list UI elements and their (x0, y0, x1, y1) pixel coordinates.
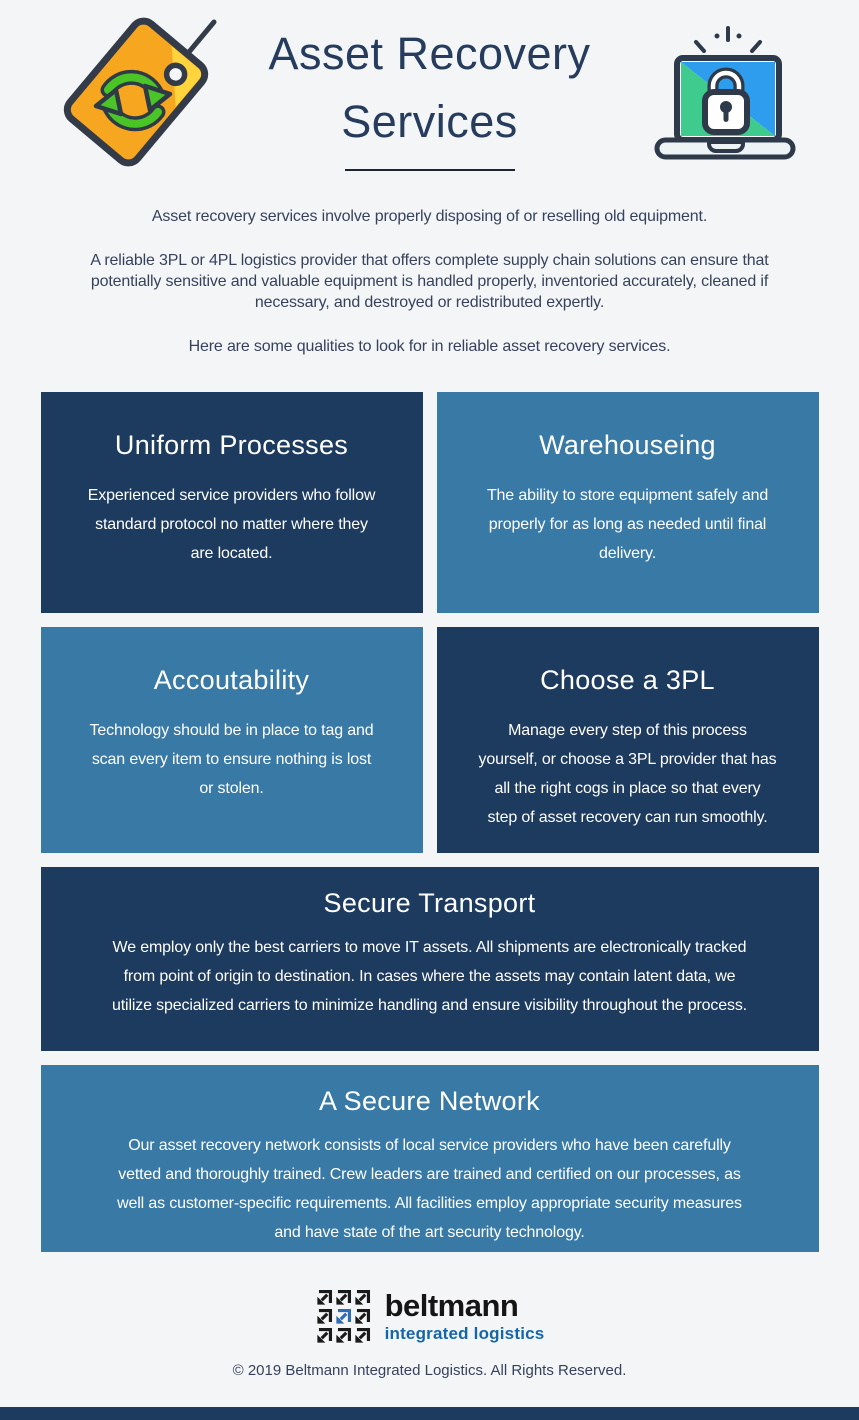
intro-section: Asset recovery services involve properly… (0, 206, 859, 357)
intro-paragraph-3: Here are some qualities to look for in r… (188, 338, 671, 355)
beltmann-logo: beltmann integrated logistics (0, 1288, 859, 1345)
arrow-grid-icon (315, 1289, 370, 1345)
card-body: Technology should be in place to tag and… (89, 722, 374, 797)
bottom-bar (0, 1407, 859, 1420)
card-title: A Secure Network (319, 1086, 540, 1116)
card-accoutability: Accoutability Technology should be in pl… (40, 627, 423, 853)
page-title: Asset Recovery Services (268, 28, 591, 147)
card-warehouseing: Warehouseing The ability to store equipm… (436, 392, 819, 613)
intro-paragraph-1: Asset recovery services involve properly… (151, 208, 708, 225)
cards-grid: Uniform Processes Experienced service pr… (40, 392, 819, 1252)
card-title: Warehouseing (539, 430, 716, 460)
header: Asset Recovery Services (0, 0, 859, 176)
card-title: Uniform Processes (114, 430, 349, 460)
card-title: Choose a 3PL (540, 665, 715, 695)
title-underline (344, 169, 515, 171)
card-uniform-processes: Uniform Processes Experienced service pr… (40, 392, 423, 613)
card-title: Accoutability (153, 665, 310, 695)
recycle-tag-icon (63, 17, 217, 167)
lock-icon (702, 67, 750, 135)
card-body: We employ only the best carriers to move… (112, 939, 747, 1014)
card-secure-transport: Secure Transport We employ only the best… (40, 867, 819, 1051)
card-a-secure-network: A Secure Network Our asset recovery netw… (40, 1065, 819, 1252)
card-body: Our asset recovery network consists of l… (117, 1137, 742, 1241)
brand-tagline: integrated logistics (384, 1323, 545, 1343)
intro-paragraph-2: A reliable 3PL or 4PL logistics provider… (90, 252, 769, 311)
card-body: Manage every step of this process yourse… (478, 722, 777, 826)
recycle-arrows-icon (93, 69, 173, 132)
card-body: The ability to store equipment safely an… (486, 487, 769, 562)
logo-text: beltmann integrated logistics (385, 1290, 545, 1344)
brand-name: beltmann (384, 1287, 519, 1323)
secure-laptop-icon (654, 26, 796, 160)
card-choose-a-3pl: Choose a 3PL Manage every step of this p… (436, 627, 819, 853)
card-body: Experienced service providers who follow… (87, 487, 376, 562)
card-title: Secure Transport (323, 888, 536, 918)
alert-ticks-icon (694, 26, 762, 53)
copyright-text: © 2019 Beltmann Integrated Logistics. Al… (232, 1362, 627, 1379)
